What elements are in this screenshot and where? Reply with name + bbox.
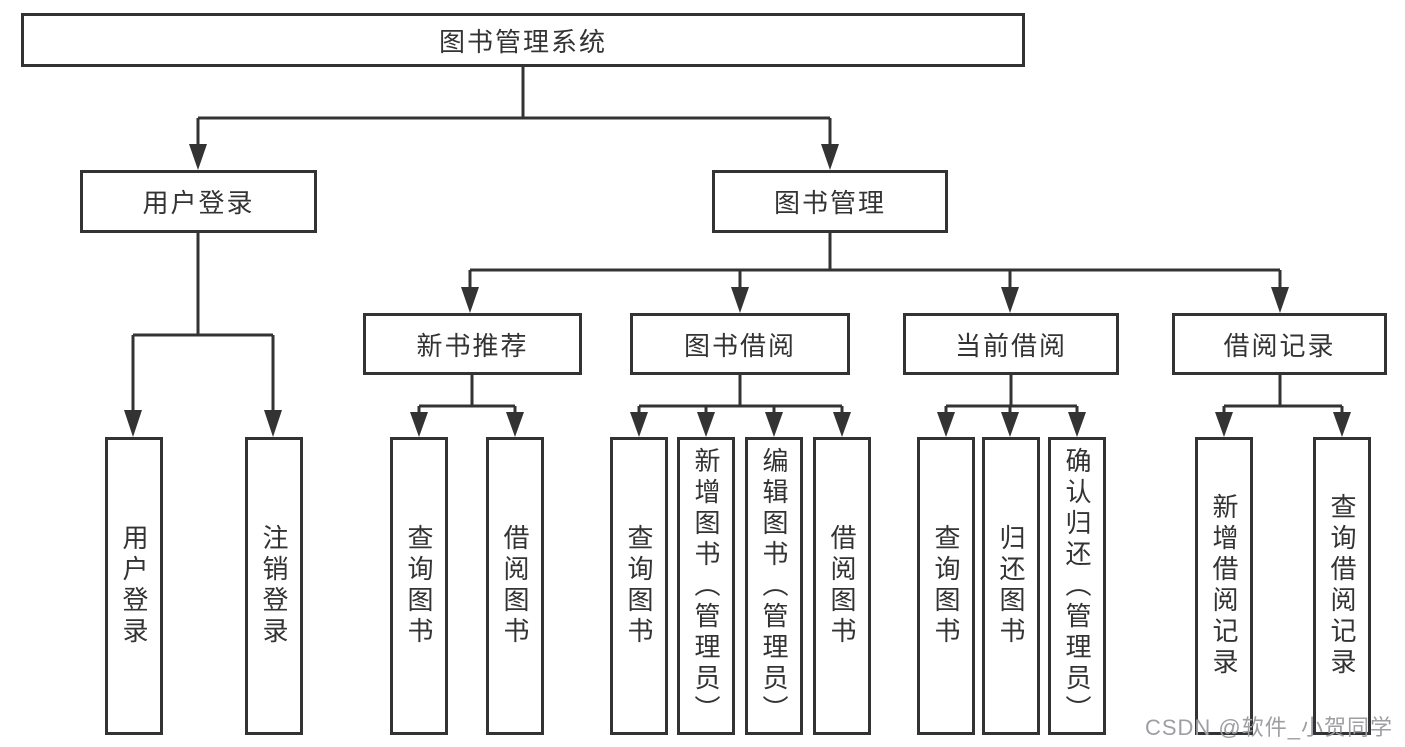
- connector-new-book-children: [410, 375, 524, 437]
- node-new-book-recommend: 新书推荐: [363, 313, 582, 375]
- node-book-management: 图书管理: [712, 170, 948, 233]
- node-current-borrow: 当前借阅: [903, 313, 1119, 375]
- leaf-query-borrow-record: 查询借阅记录: [1313, 437, 1371, 735]
- node-book-borrow: 图书借阅: [630, 313, 850, 375]
- leaf-confirm-return-admin: 确认归还（管理员）: [1048, 437, 1106, 735]
- node-user-login: 用户登录: [80, 170, 317, 233]
- leaf-query-books-recommend: 查询图书: [390, 437, 448, 735]
- connector-current-borrow-children: [937, 375, 1086, 437]
- connector-user-login-children: [124, 233, 282, 437]
- connector-borrow-records-children: [1215, 375, 1351, 437]
- node-borrow-records: 借阅记录: [1172, 313, 1387, 375]
- leaf-edit-books-admin: 编辑图书（管理员）: [745, 437, 803, 735]
- connector-book-mgmt-children: [461, 233, 1289, 313]
- leaf-logout: 注销登录: [245, 437, 303, 735]
- connector-root-to-level2: [189, 67, 839, 170]
- csdn-watermark: CSDN @软件_小贺同学: [1144, 715, 1393, 740]
- leaf-borrow-books: 借阅图书: [813, 437, 871, 735]
- leaf-user-login: 用户登录: [105, 437, 163, 735]
- leaf-borrow-books-recommend: 借阅图书: [486, 437, 544, 735]
- node-root-system: 图书管理系统: [21, 13, 1025, 67]
- leaf-query-books-current: 查询图书: [917, 437, 975, 735]
- leaf-query-books-borrow: 查询图书: [610, 437, 668, 735]
- leaf-add-borrow-record: 新增借阅记录: [1195, 437, 1253, 735]
- leaf-return-books: 归还图书: [982, 437, 1040, 735]
- connector-book-borrow-children: [630, 375, 851, 437]
- leaf-add-books-admin: 新增图书（管理员）: [677, 437, 735, 735]
